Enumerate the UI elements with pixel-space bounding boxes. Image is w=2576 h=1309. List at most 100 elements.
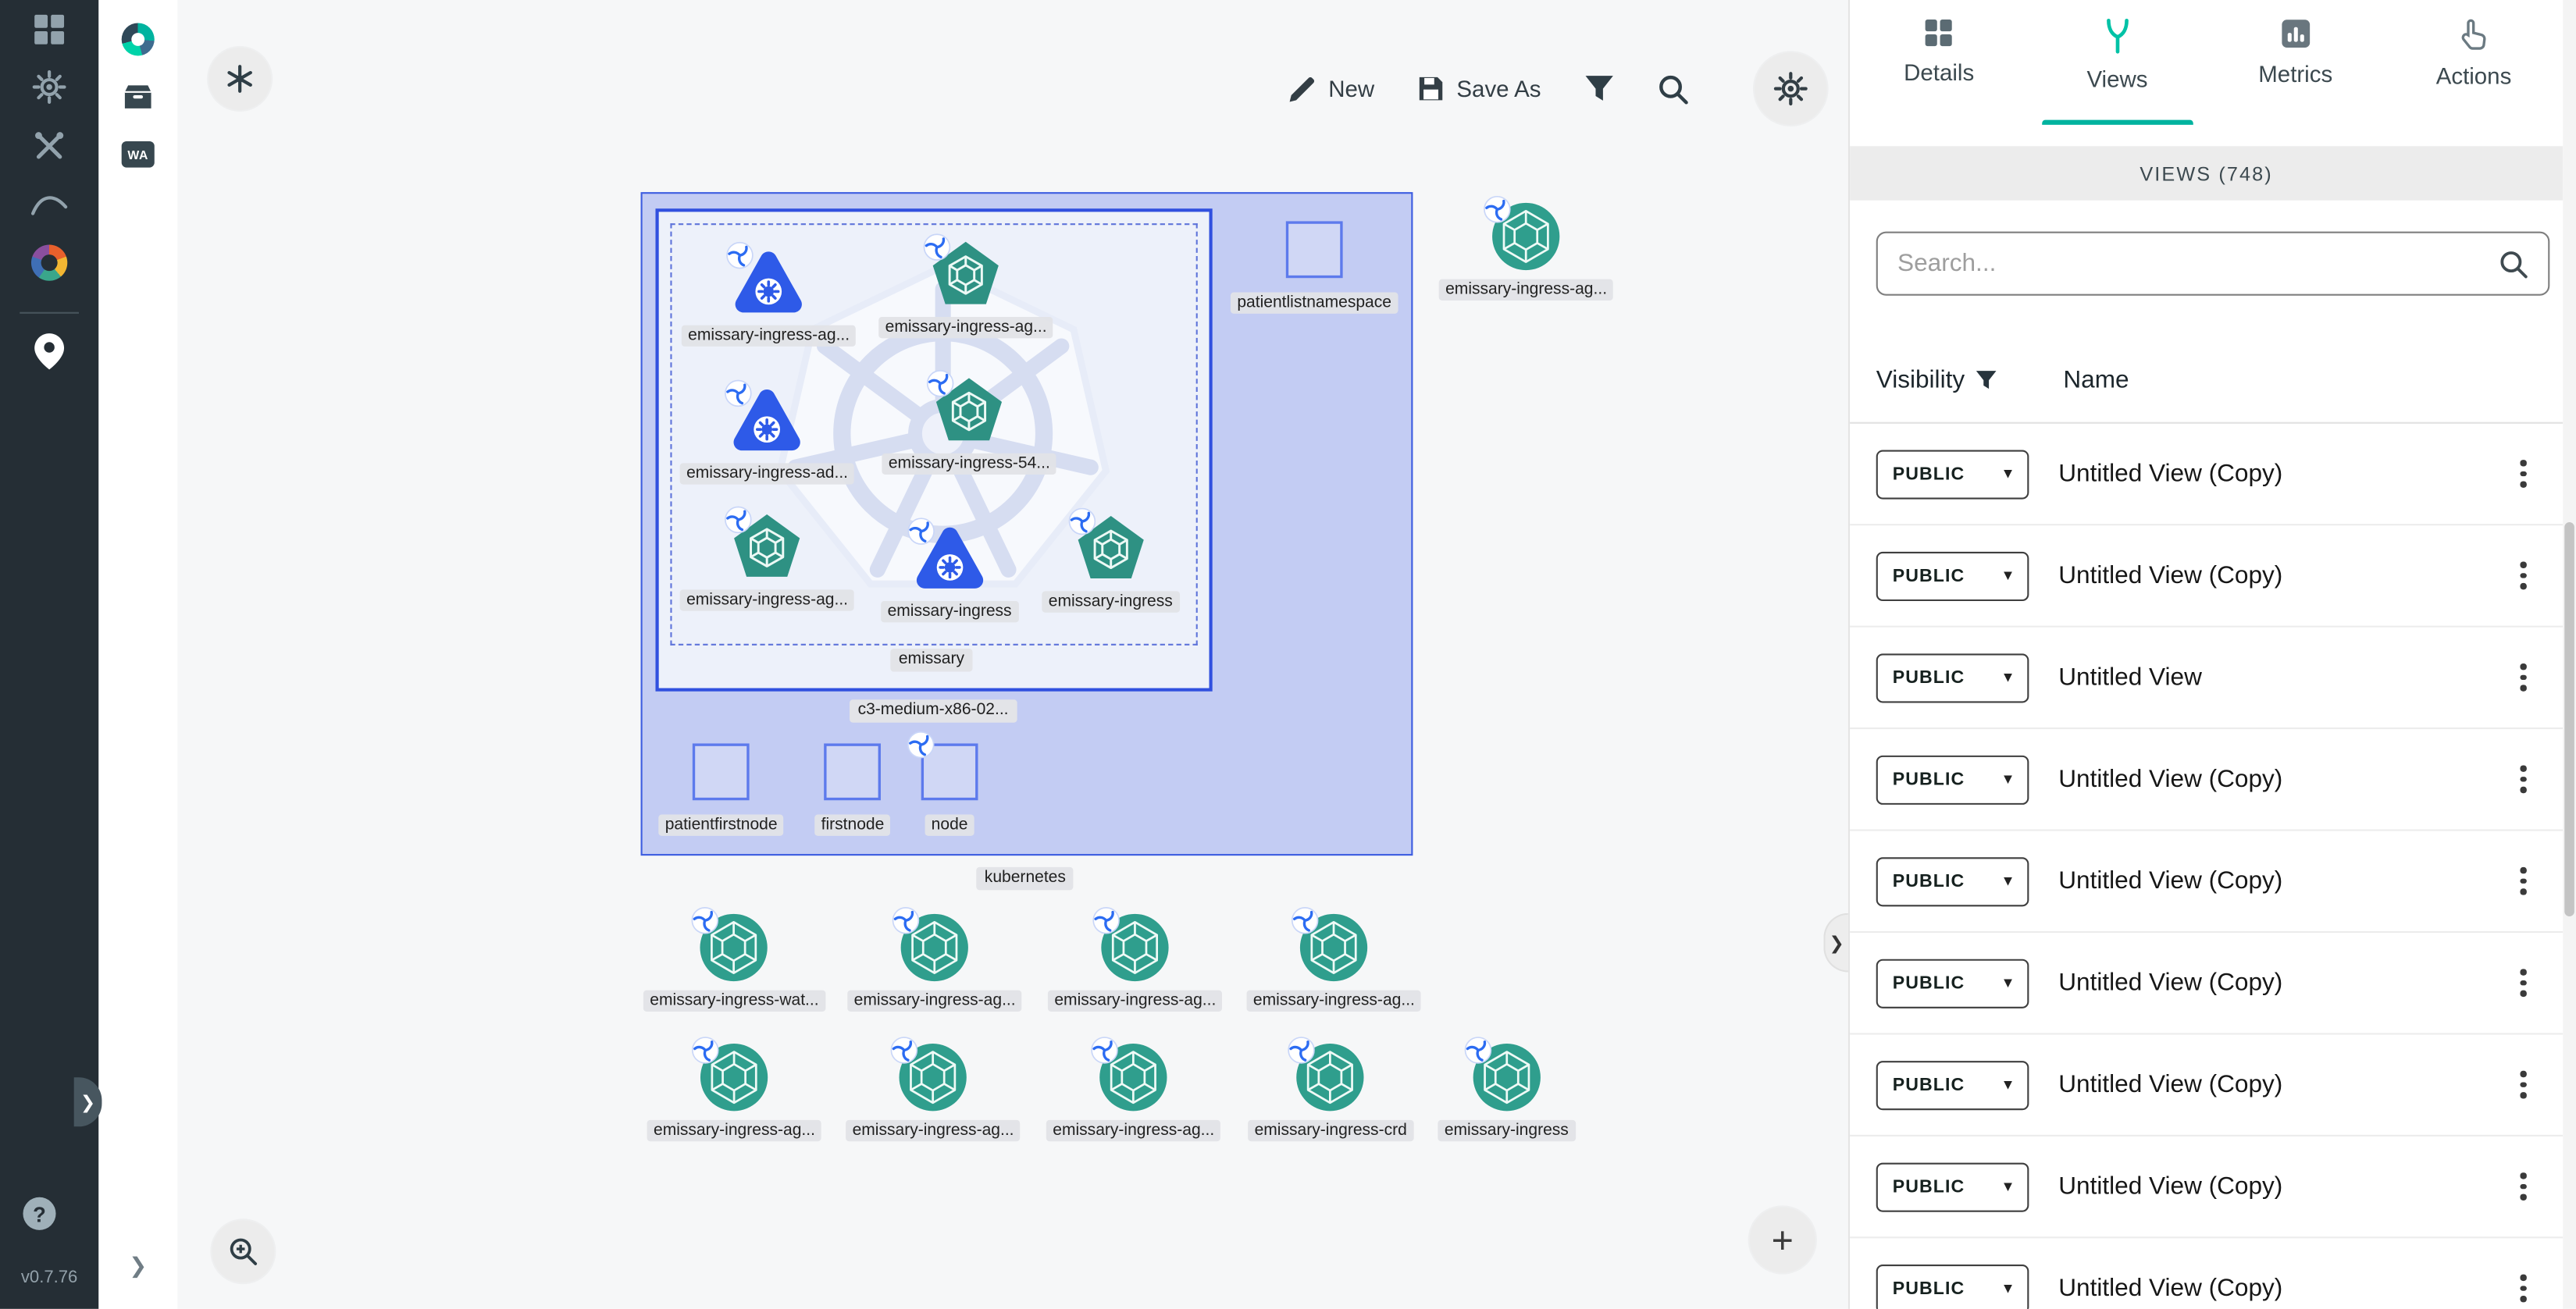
graph-node[interactable]: emissary-ingress-ag... bbox=[878, 233, 1054, 339]
kebab-menu-icon[interactable] bbox=[2507, 1065, 2540, 1105]
graph-node[interactable]: emissary-ingress-wat... bbox=[643, 907, 826, 1012]
kebab-menu-icon[interactable] bbox=[2507, 759, 2540, 800]
dashboard-icon[interactable] bbox=[27, 6, 73, 52]
settings-gear-icon[interactable] bbox=[27, 64, 73, 110]
view-row[interactable]: PUBLIC ▾ Untitled View (Copy) bbox=[1850, 1136, 2564, 1239]
visibility-value: PUBLIC bbox=[1892, 565, 1965, 586]
visibility-dropdown[interactable]: PUBLIC ▾ bbox=[1876, 449, 2029, 499]
tab-views[interactable]: Views bbox=[2028, 0, 2206, 125]
kebab-menu-icon[interactable] bbox=[2507, 1166, 2540, 1207]
visibility-dropdown[interactable]: PUBLIC ▾ bbox=[1876, 958, 2029, 1008]
search-icon[interactable] bbox=[2499, 249, 2528, 279]
graph-node[interactable]: emissary-ingress-ag... bbox=[679, 506, 855, 611]
rail-expand-chevron[interactable]: ❯ bbox=[129, 1253, 148, 1278]
graph-node[interactable]: emissary-ingress-ad... bbox=[679, 379, 855, 485]
graph-node[interactable]: emissary-ingress bbox=[1438, 1037, 1576, 1142]
save-as-button[interactable]: Save As bbox=[1417, 76, 1541, 101]
tab-actions[interactable]: Actions bbox=[2385, 0, 2563, 125]
tab-label: Metrics bbox=[2258, 60, 2333, 87]
graph-node[interactable]: emissary-ingress-ag... bbox=[1047, 907, 1223, 1012]
scrollbar-thumb[interactable] bbox=[2564, 522, 2574, 917]
search-button[interactable] bbox=[1658, 73, 1689, 105]
new-button[interactable]: New bbox=[1288, 75, 1374, 103]
graph-node[interactable]: emissary-ingress-ag... bbox=[681, 241, 857, 347]
view-row[interactable]: PUBLIC ▾ Untitled View (Copy) bbox=[1850, 525, 2564, 628]
visibility-dropdown[interactable]: PUBLIC ▾ bbox=[1876, 1161, 2029, 1211]
tab-label: Views bbox=[2086, 66, 2148, 92]
tab-metrics[interactable]: Metrics bbox=[2207, 0, 2385, 125]
topology-canvas[interactable]: New Save As bbox=[177, 0, 1848, 1309]
graph-node[interactable]: patientfirstnode bbox=[658, 734, 784, 836]
chevron-down-icon: ▾ bbox=[2004, 872, 2013, 889]
visibility-dropdown[interactable]: PUBLIC ▾ bbox=[1876, 1263, 2029, 1309]
graph-node[interactable]: firstnode bbox=[814, 734, 891, 836]
view-row[interactable]: PUBLIC ▾ Untitled View bbox=[1850, 628, 2564, 730]
actions-hand-icon bbox=[2461, 19, 2485, 50]
node-label: emissary-ingress-ag... bbox=[679, 589, 855, 611]
chevron-down-icon: ▾ bbox=[2004, 770, 2013, 787]
node-label: patientlistnamespace bbox=[1230, 292, 1398, 314]
graph-node[interactable]: node bbox=[907, 731, 988, 836]
graph-node[interactable]: emissary-ingress-54... bbox=[882, 370, 1057, 475]
visibility-dropdown[interactable]: PUBLIC ▾ bbox=[1876, 550, 2029, 600]
search-box[interactable] bbox=[1876, 231, 2550, 296]
kebab-menu-icon[interactable] bbox=[2507, 454, 2540, 494]
view-row[interactable]: PUBLIC ▾ Untitled View (Copy) bbox=[1850, 1238, 2563, 1309]
tools-icon[interactable] bbox=[27, 123, 73, 169]
tab-details[interactable]: Details bbox=[1850, 0, 2028, 125]
kanvas-logo-icon[interactable] bbox=[121, 23, 155, 56]
help-icon[interactable]: ? bbox=[23, 1197, 56, 1230]
triangle-workload-icon bbox=[725, 379, 805, 458]
kebab-menu-icon[interactable] bbox=[2507, 1268, 2540, 1309]
visibility-dropdown[interactable]: PUBLIC ▾ bbox=[1876, 1060, 2029, 1110]
pod-spinner-badge-icon bbox=[1092, 906, 1121, 934]
kebab-menu-icon[interactable] bbox=[2507, 962, 2540, 1003]
graph-node[interactable]: emissary-ingress-ag... bbox=[847, 907, 1023, 1012]
performance-curve-icon[interactable] bbox=[27, 180, 73, 226]
graph-node[interactable]: emissary-ingress-ag... bbox=[846, 1037, 1021, 1142]
view-row[interactable]: PUBLIC ▾ Untitled View (Copy) bbox=[1850, 729, 2564, 831]
zoom-button[interactable] bbox=[212, 1220, 275, 1283]
recenter-button[interactable] bbox=[208, 48, 272, 110]
graph-node[interactable]: emissary-ingress bbox=[881, 518, 1019, 623]
view-row[interactable]: PUBLIC ▾ Untitled View (Copy) bbox=[1850, 424, 2564, 526]
graph-node[interactable]: emissary-ingress-ag... bbox=[1438, 196, 1614, 301]
add-node-button[interactable]: + bbox=[1749, 1207, 1815, 1273]
archive-icon[interactable] bbox=[122, 80, 155, 113]
kebab-menu-icon[interactable] bbox=[2507, 861, 2540, 902]
sidebar-expand-button[interactable]: ❯ bbox=[73, 1077, 102, 1127]
graph-node[interactable]: emissary-ingress-ag... bbox=[1046, 1037, 1221, 1142]
visibility-dropdown[interactable]: PUBLIC ▾ bbox=[1876, 653, 2029, 703]
filter-button[interactable] bbox=[1584, 74, 1615, 104]
visibility-dropdown[interactable]: PUBLIC ▾ bbox=[1876, 754, 2029, 804]
graph-node[interactable]: emissary-ingress-crd bbox=[1248, 1037, 1414, 1142]
node-label: node bbox=[925, 814, 974, 836]
view-name: Untitled View (Copy) bbox=[2058, 1274, 2283, 1303]
tab-label: Actions bbox=[2435, 62, 2512, 89]
search-input[interactable] bbox=[1897, 249, 2499, 278]
visibility-dropdown[interactable]: PUBLIC ▾ bbox=[1876, 856, 2029, 906]
location-pin-icon[interactable] bbox=[27, 329, 73, 375]
emissary-namespace-box[interactable] bbox=[670, 223, 1198, 646]
kebab-menu-icon[interactable] bbox=[2507, 657, 2540, 698]
panel-tabs: Details Views Metrics Actions bbox=[1850, 0, 2563, 125]
kebab-menu-icon[interactable] bbox=[2507, 556, 2540, 596]
wa-extension-icon[interactable]: WA bbox=[121, 138, 155, 171]
view-row[interactable]: PUBLIC ▾ Untitled View (Copy) bbox=[1850, 831, 2564, 934]
mesh-adapters-icon[interactable] bbox=[27, 240, 73, 286]
settings-button[interactable] bbox=[1755, 52, 1827, 125]
visibility-filter-icon[interactable] bbox=[1975, 369, 1997, 390]
graph-node[interactable]: emissary-ingress-ag... bbox=[1246, 907, 1422, 1012]
graph-node[interactable]: patientlistnamespace bbox=[1230, 212, 1398, 314]
pentagon-workload-icon bbox=[927, 370, 1007, 449]
graph-node[interactable]: emissary-ingress bbox=[1042, 507, 1180, 613]
view-row[interactable]: PUBLIC ▾ Untitled View (Copy) bbox=[1850, 1034, 2564, 1136]
view-row[interactable]: PUBLIC ▾ Untitled View (Copy) bbox=[1850, 933, 2564, 1035]
chevron-down-icon: ▾ bbox=[2004, 566, 2013, 583]
node-label: emissary-ingress bbox=[881, 601, 1019, 623]
page-scrollbar[interactable] bbox=[2563, 0, 2576, 1309]
graph-node[interactable]: emissary-ingress-ag... bbox=[647, 1037, 822, 1142]
square-node-icon bbox=[907, 731, 988, 809]
triangle-workload-icon bbox=[726, 241, 807, 320]
visibility-value: PUBLIC bbox=[1892, 871, 1965, 891]
